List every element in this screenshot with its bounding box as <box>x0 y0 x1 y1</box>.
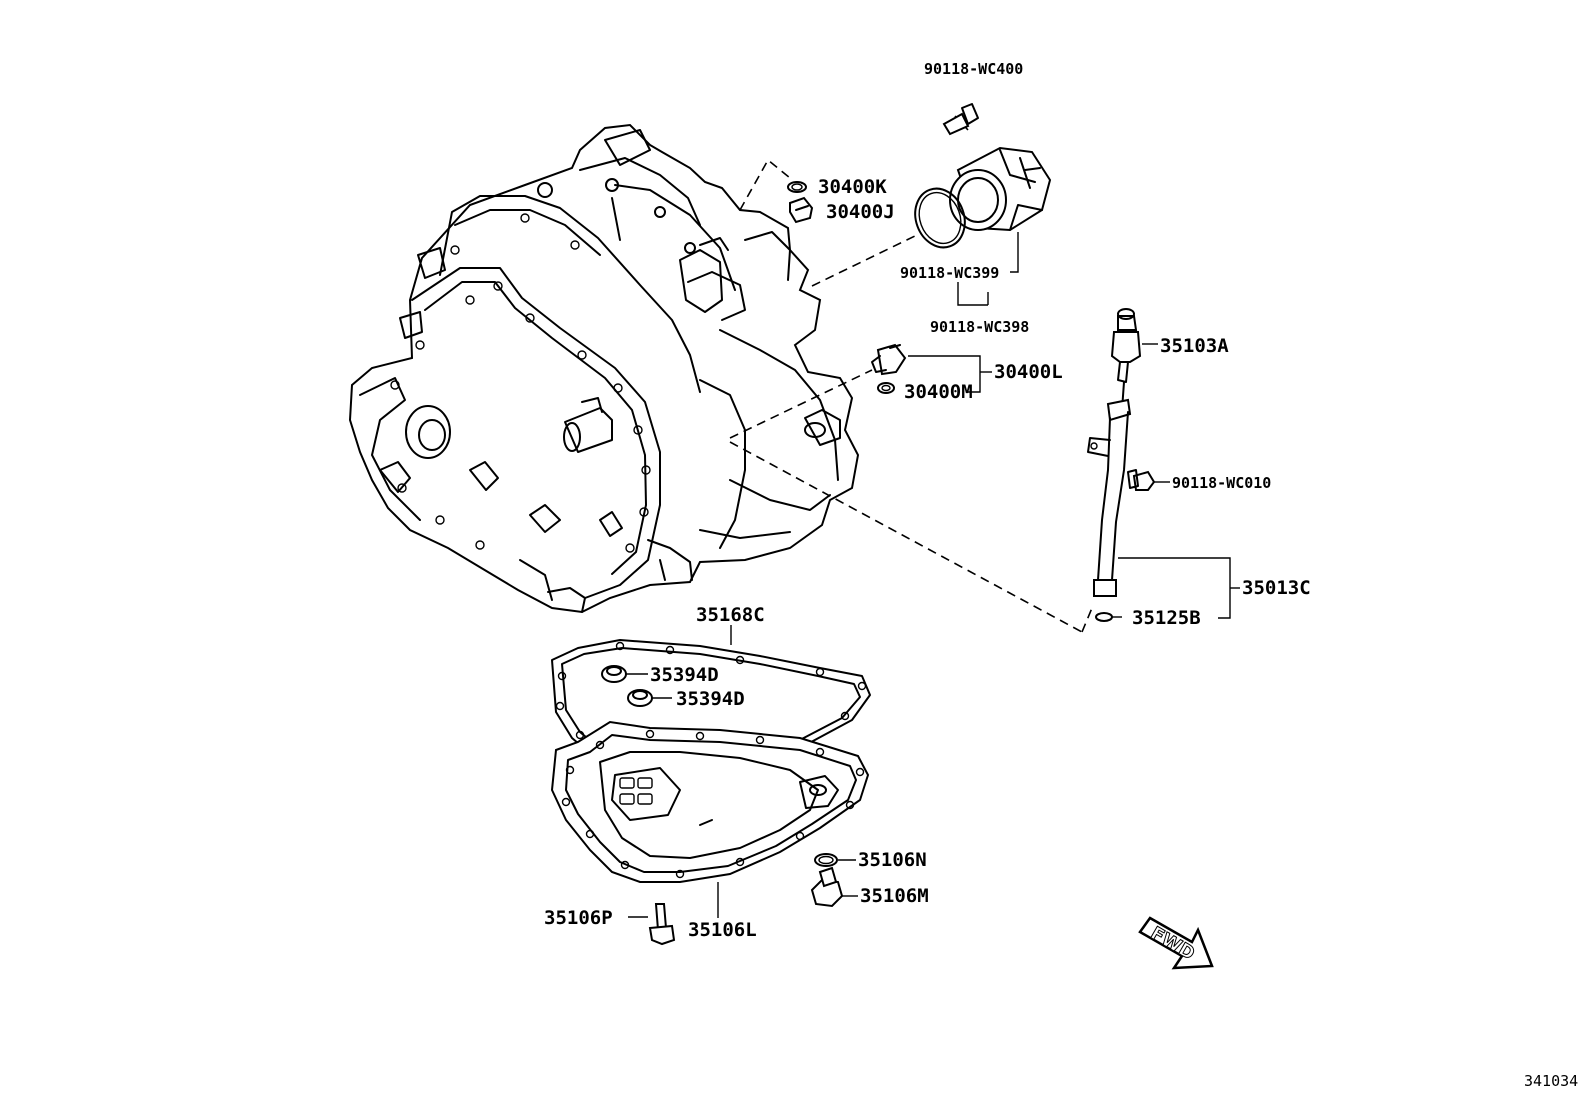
magnet-35394d-2 <box>627 689 653 707</box>
oil-pan-35106l <box>550 720 870 883</box>
bolt-90118-wc400 <box>942 103 979 136</box>
pan-leaders <box>628 859 858 918</box>
fwd-arrow-icon: FWD <box>1138 916 1214 970</box>
label-30400j: 30400J <box>826 201 895 223</box>
bolt-35106p <box>648 903 676 946</box>
label-35103a: 35103A <box>1160 335 1229 357</box>
label-35106m: 35106M <box>860 885 929 907</box>
transmission-housing <box>348 123 860 614</box>
label-35013c: 35013C <box>1242 577 1311 599</box>
gasket-30400k <box>787 181 807 193</box>
label-30400k: 30400K <box>818 176 887 198</box>
diagram-reference-number: 341034 <box>1524 1072 1578 1090</box>
filter-leaders <box>957 232 1019 306</box>
label-35394d-1: 35394D <box>650 664 719 686</box>
label-90118-wc399: 90118-WC399 <box>900 264 999 282</box>
fwd-label: FWD <box>1147 923 1198 965</box>
dipstick-35103a <box>1110 308 1142 411</box>
label-30400l: 30400L <box>994 361 1063 383</box>
dipstick-tube-35013c <box>1087 398 1132 597</box>
label-35168c: 35168C <box>696 604 765 626</box>
label-30400m: 30400M <box>904 381 973 403</box>
sensor-30400l <box>871 343 907 376</box>
o-ring-35125b <box>1095 612 1113 622</box>
drain-gasket-35106n <box>814 853 838 867</box>
part-labels: 90118-WC400 30400K 30400J 90118-WC399 90… <box>544 60 1311 941</box>
dipstick-leaders <box>1112 343 1240 619</box>
label-35106p: 35106P <box>544 907 613 929</box>
label-35106l: 35106L <box>688 919 757 941</box>
o-ring-90118-wc398 <box>914 187 966 249</box>
sensor-bracket-leader <box>908 355 992 393</box>
gasket-30400m <box>877 382 895 394</box>
bolt-90118-wc010 <box>1127 469 1156 491</box>
label-35394d-2: 35394D <box>676 688 745 710</box>
label-35125b: 35125B <box>1132 607 1201 629</box>
label-35106n: 35106N <box>858 849 927 871</box>
label-90118-wc398: 90118-WC398 <box>930 318 1029 336</box>
magnet-35394d-1 <box>601 665 627 683</box>
label-90118-wc010: 90118-WC010 <box>1172 474 1271 492</box>
plug-30400j <box>789 196 814 224</box>
gasket-leaders <box>626 625 732 699</box>
drain-plug-35106m <box>810 866 844 908</box>
label-90118-wc400: 90118-WC400 <box>924 60 1023 78</box>
